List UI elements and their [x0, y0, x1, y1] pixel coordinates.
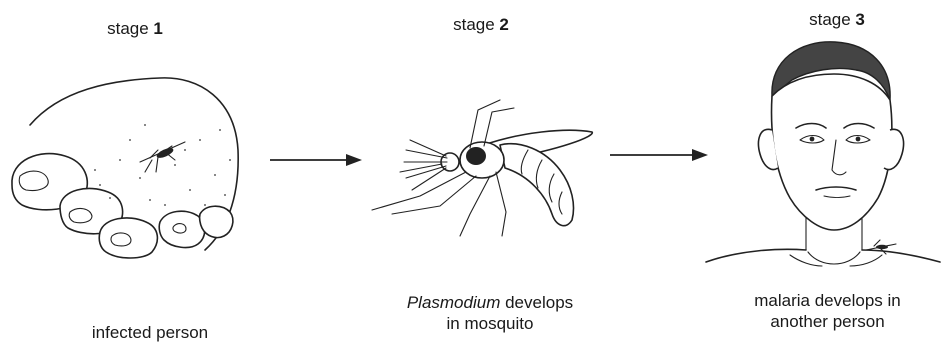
stage-1-label: stage 1: [70, 19, 200, 39]
arrow-2-icon: [610, 149, 708, 161]
stage-1-number: 1: [153, 19, 162, 38]
stage-3-caption: malaria develops in another person: [715, 290, 940, 332]
mosquito-illustration: [372, 100, 592, 236]
stage-1-prefix: stage: [107, 19, 149, 38]
stage-2-prefix: stage: [453, 15, 495, 34]
stage-2-number: 2: [499, 15, 508, 34]
small-mosquito-icon: [140, 142, 185, 172]
plasmodium-term: Plasmodium: [407, 293, 501, 312]
person-illustration: [706, 42, 940, 266]
foot-illustration: [12, 78, 238, 258]
arrow-1-icon: [270, 154, 362, 166]
stage-3-prefix: stage: [809, 10, 851, 29]
stage-1-caption: infected person: [40, 322, 260, 343]
stage-2-caption: Plasmodium develops in mosquito: [360, 292, 620, 334]
stage-3-label: stage 3: [772, 10, 902, 30]
stage-2-label: stage 2: [416, 15, 546, 35]
stage-3-number: 3: [855, 10, 864, 29]
